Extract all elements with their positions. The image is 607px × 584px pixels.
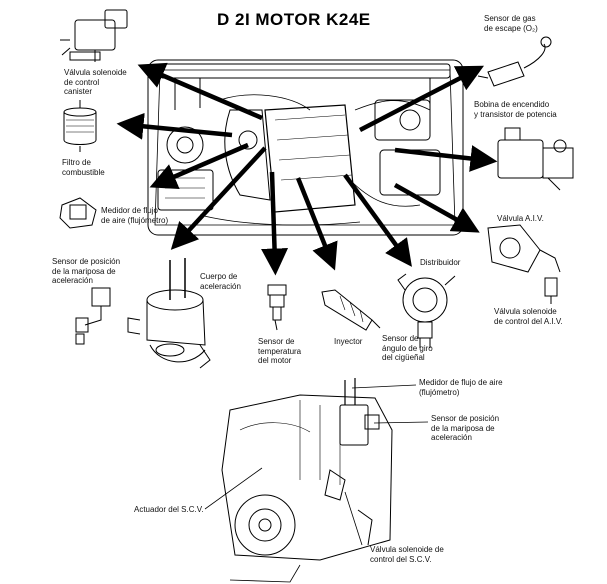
injector-part (321, 289, 381, 331)
temp-sensor-part (267, 284, 287, 331)
label-throttle-sensor-left: Sensor de posición de la mariposa de ace… (52, 257, 121, 285)
label-airflow-meter-bottom: Medidor de flujo de aire (flujómetro) (419, 378, 503, 397)
leader-arrows (116, 62, 498, 276)
ignition-coil-part (497, 127, 574, 191)
label-aiv-solenoid: Válvula solenoide de control del A.I.V. (494, 307, 563, 326)
label-o2-sensor: Sensor de gas de escape (O₂) (484, 14, 538, 33)
label-fuel-filter: Filtro de combustible (62, 158, 105, 177)
label-scv-actuator: Actuador del S.C.V. (134, 505, 204, 514)
bottom-leaders (204, 384, 429, 546)
label-crank-sensor: Sensor de ángulo de giro del cigüeñal (382, 334, 433, 362)
label-distributor: Distribuidor (420, 258, 461, 267)
fuel-filter (63, 100, 97, 152)
aiv-valve-part (487, 224, 561, 304)
label-aiv-valve: Válvula A.I.V. (497, 214, 544, 223)
label-injector: Inyector (334, 337, 363, 346)
throttle-body-part (127, 258, 211, 369)
throttle-sensor-part (75, 287, 111, 345)
engine-bottom (221, 378, 393, 583)
label-airflow-meter-top: Medidor de flujo de aire (flujómetro) (101, 206, 169, 225)
distributor-part (397, 273, 456, 348)
label-canister-solenoid: Válvula solenoide de control canister (64, 68, 127, 96)
label-ignition-coil: Bobina de encendido y transistor de pote… (474, 100, 557, 119)
label-scv-solenoid: Válvula solenoide de control del S.C.V. (370, 545, 444, 564)
label-temp-sensor: Sensor de temperatura del motor (258, 337, 302, 365)
label-throttle-sensor-bottom: Sensor de posición de la mariposa de ace… (431, 414, 500, 442)
airflow-meter-part (59, 197, 97, 229)
o2-sensor-part (477, 36, 552, 87)
engine-bay-top (147, 59, 464, 236)
canister-solenoid (60, 9, 128, 62)
label-throttle-body: Cuerpo de aceleración (200, 272, 241, 291)
diagram-title: D 2I MOTOR K24E (217, 10, 371, 29)
